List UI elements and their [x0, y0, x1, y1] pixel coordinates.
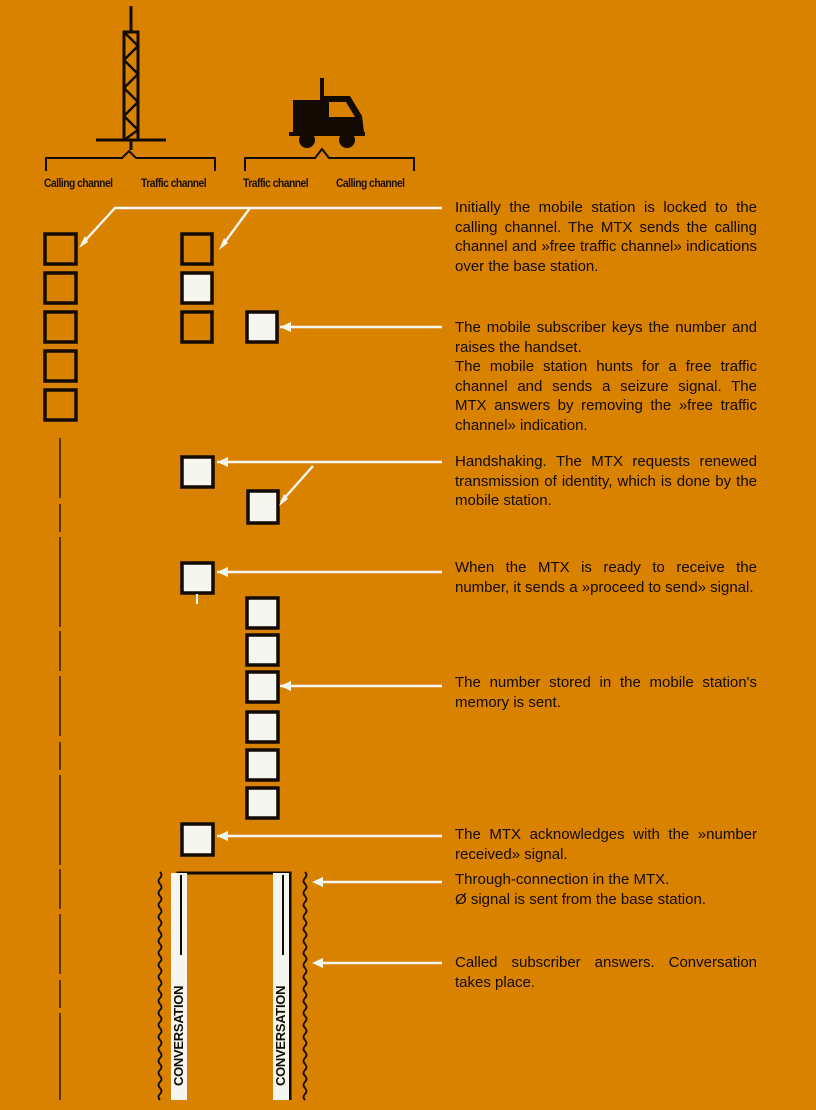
label-base-traffic-channel: Traffic channel	[141, 176, 207, 190]
traffic-signal-box	[180, 822, 215, 857]
step-8-text: Called subscriber answers. Conversation …	[455, 954, 757, 991]
calling-signal-box	[43, 349, 78, 383]
mobile-signal-box	[246, 489, 280, 525]
calling-signal-box	[43, 271, 78, 305]
label-mobile-calling-channel: Calling channel	[336, 176, 405, 190]
traffic-signal-box	[180, 561, 215, 595]
mobile-signal-box	[245, 310, 279, 344]
base-calling-channel-boxes	[43, 232, 78, 422]
mobile-channel-bracket	[244, 147, 415, 171]
label-mobile-traffic-channel: Traffic channel	[243, 176, 309, 190]
base-channel-bracket	[45, 149, 216, 171]
step-6-description: The MTX acknowledges with the »number re…	[455, 825, 757, 864]
mobile-signal-box	[245, 748, 280, 782]
step-6-text: The MTX acknowledges with the »number re…	[455, 826, 757, 863]
calling-signal-box	[43, 232, 78, 266]
step-2-description: The mobile subscriber keys the number an…	[455, 318, 757, 435]
traffic-signal-box	[180, 271, 214, 305]
mobile-signal-box	[245, 596, 280, 630]
traffic-signal-box	[180, 310, 214, 344]
label-base-calling-channel: Calling channel	[44, 176, 113, 190]
base-traffic-channel-boxes	[180, 232, 215, 857]
mobile-signal-box	[245, 710, 280, 744]
step-3-description: Handshaking. The MTX requests renewed tr…	[455, 452, 757, 511]
step-3-text: Handshaking. The MTX requests renewed tr…	[455, 453, 757, 509]
conversation-label-mobile: CONVERSATION	[273, 985, 288, 1086]
mobile-signal-box	[245, 670, 280, 704]
step-1-text: Initially the mobile station is locked t…	[455, 199, 757, 275]
traffic-signal-box	[180, 455, 215, 489]
step-1-description: Initially the mobile station is locked t…	[455, 198, 757, 276]
conversation-label-base: CONVERSATION	[171, 985, 186, 1086]
step-7-text: Through-connection in the MTX.	[455, 871, 670, 888]
step-4-text: When the MTX is ready to receive the num…	[455, 559, 757, 596]
step-7-description: Through-connection in the MTX. Ø signal …	[455, 870, 757, 909]
calling-signal-box	[43, 388, 78, 422]
step-4-description: When the MTX is ready to receive the num…	[455, 558, 757, 597]
calling-signal-box	[43, 310, 78, 344]
leader-arrowheads	[79, 236, 323, 968]
step-5-text: The number stored in the mobile station'…	[455, 674, 757, 711]
truck-icon	[289, 78, 365, 148]
mobile-signal-box	[245, 786, 280, 820]
antenna-tower-icon	[96, 6, 166, 150]
step-2-text: The mobile subscriber keys the number an…	[455, 319, 757, 356]
mobile-signal-box	[245, 633, 280, 667]
leader-lines	[81, 206, 442, 965]
step-2-text-2: The mobile station hunts for a free traf…	[455, 358, 757, 434]
step-5-description: The number stored in the mobile station'…	[455, 673, 757, 712]
step-8-description: Called subscriber answers. Conversation …	[455, 953, 757, 992]
mobile-traffic-channel-boxes	[245, 310, 280, 820]
conversation-channels	[157, 871, 308, 1101]
traffic-signal-box	[180, 232, 214, 266]
step-7-text-2: Ø signal is sent from the base station.	[455, 890, 706, 908]
